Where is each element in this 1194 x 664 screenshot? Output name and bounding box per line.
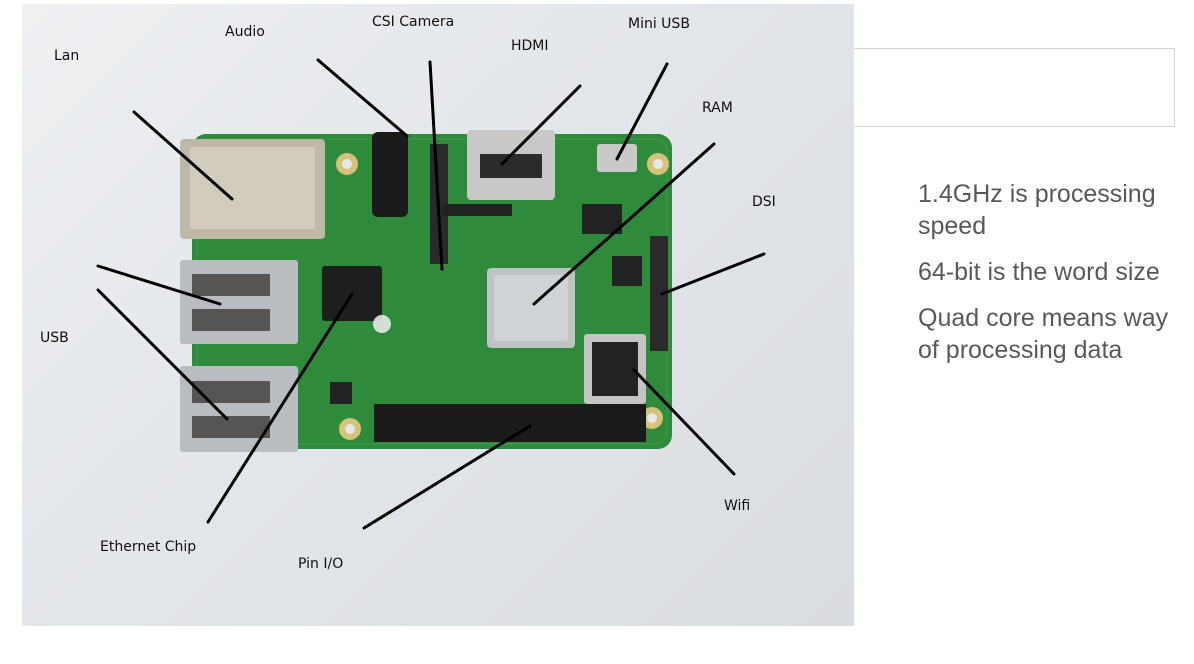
dsi-connector <box>650 236 668 351</box>
label-pin-io: Pin I/O <box>298 556 344 572</box>
note-quad-core: Quad core means way of processing data <box>918 304 1169 364</box>
note-processing-speed: 1.4GHz is processing speed <box>918 180 1156 240</box>
slide-text-box[interactable] <box>854 48 1175 127</box>
notes-panel: 1.4GHz is processing speed 64-bit is the… <box>918 178 1178 380</box>
usb-port-top <box>180 260 298 344</box>
note-word-size: 64-bit is the word size <box>918 258 1160 286</box>
label-csi-camera: CSI Camera <box>372 14 455 30</box>
label-lan: Lan <box>54 48 80 64</box>
label-dsi: DSI <box>752 194 776 210</box>
label-hdmi: HDMI <box>511 38 549 54</box>
pointer-lines <box>96 58 766 530</box>
board-illustration <box>96 58 766 530</box>
label-ram: RAM <box>702 100 733 116</box>
label-wifi: Wifi <box>724 498 751 514</box>
label-audio: Audio <box>225 24 265 40</box>
gpio-header <box>374 404 646 442</box>
label-usb: USB <box>40 330 69 346</box>
label-mini-usb: Mini USB <box>628 16 690 32</box>
raspberry-pi-photo: Lan Audio CSI Camera HDMI Mini USB RAM D… <box>22 4 854 626</box>
label-ethernet-chip: Ethernet Chip <box>100 539 197 555</box>
audio-jack <box>372 132 408 217</box>
